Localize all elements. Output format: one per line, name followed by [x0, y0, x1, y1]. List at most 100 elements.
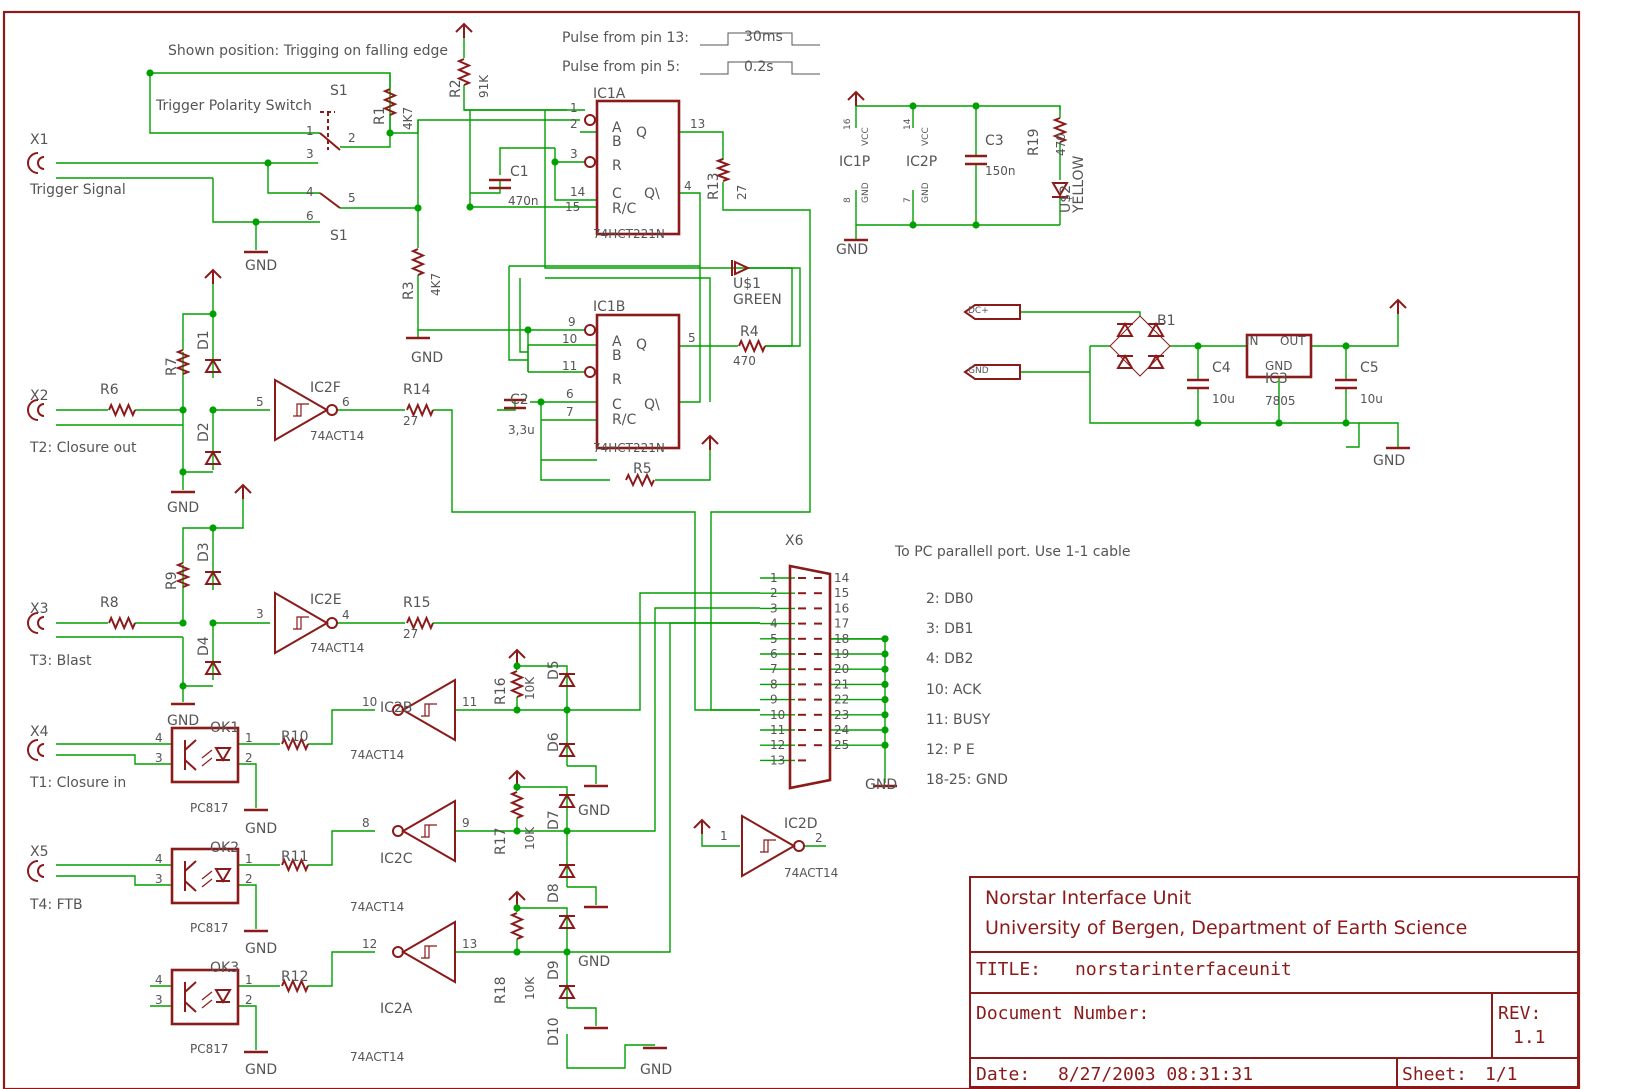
pin-number: 1	[245, 973, 253, 987]
vcc-arrow	[204, 268, 222, 284]
pin-number: 5	[348, 191, 356, 205]
pulse-13-waveform	[700, 32, 820, 46]
junction-dot	[537, 398, 545, 406]
pin-number: 11	[562, 359, 577, 373]
pin-number: 2	[245, 751, 253, 765]
jack-connector-inner	[37, 156, 45, 170]
optocoupler-transistor-leads	[184, 860, 197, 892]
diode	[1116, 322, 1134, 337]
r4-label: R4	[740, 324, 759, 340]
junction-dot	[881, 696, 889, 704]
pin-number: 12	[362, 937, 377, 951]
schmitt-inverter	[400, 678, 456, 742]
junction-dot	[179, 682, 187, 690]
pin-b-label: B	[612, 134, 622, 150]
optocoupler-body	[170, 726, 240, 784]
junction-dot	[1342, 342, 1350, 350]
jack-connector	[27, 399, 39, 421]
wire	[149, 73, 320, 134]
ic1b-label: IC1B	[593, 299, 625, 315]
r17-value: 10K	[523, 826, 537, 850]
resistor	[406, 402, 434, 418]
revision-value: 1.1	[1513, 1027, 1546, 1048]
inverter-bubble	[392, 825, 404, 837]
diode	[1147, 322, 1165, 337]
led-green-label: GREEN	[733, 292, 782, 308]
vcc-arrow	[455, 22, 473, 38]
ok1-label: OK1	[210, 720, 239, 736]
ic1a-type: 74HCT221N	[593, 227, 665, 241]
junction-dot	[1194, 419, 1202, 427]
wire	[567, 607, 760, 832]
ic2a-type: 74ACT14	[350, 1050, 404, 1064]
pin-number: 10	[770, 708, 785, 722]
inverter-bubble	[326, 617, 338, 629]
jack-connector-inner	[37, 616, 45, 630]
schmitt-inverter	[400, 799, 456, 863]
junction-dot	[1342, 419, 1350, 427]
wire	[182, 527, 213, 563]
r7-label: R7	[164, 357, 180, 376]
wire	[1089, 346, 1359, 424]
vcc-arrow	[508, 769, 526, 785]
junction-dot	[513, 827, 521, 835]
resistor	[175, 349, 191, 375]
pin-c-label: C	[612, 397, 622, 413]
resistor	[406, 615, 434, 631]
pin-number: 4	[770, 617, 778, 631]
ic3-in-pin: IN	[1246, 334, 1259, 348]
wire	[710, 182, 811, 711]
c2-label: C2	[510, 392, 529, 408]
junction-dot	[513, 706, 521, 714]
vcc-arrow	[701, 434, 719, 450]
pin-number: 5	[688, 331, 696, 345]
wire	[308, 830, 375, 866]
wire	[213, 499, 244, 529]
optocoupler-body	[170, 968, 240, 1026]
c4-label: C4	[1212, 360, 1231, 376]
d1-label: D1	[196, 330, 212, 350]
ic1a-body	[595, 99, 681, 236]
wire	[238, 884, 257, 929]
r11-label: R11	[281, 849, 309, 865]
resistor	[715, 158, 731, 182]
pin-number: 23	[834, 708, 849, 722]
vcc-arrow	[508, 648, 526, 664]
ic2p-label: IC2P	[906, 154, 937, 170]
gnd-label: GND	[411, 350, 443, 366]
x5-label: X5	[30, 844, 49, 860]
resistor	[509, 912, 525, 940]
optocoupler-body	[170, 847, 240, 905]
pin-a-label: A	[612, 334, 622, 350]
organization: University of Bergen, Department of Eart…	[985, 917, 1467, 939]
wire	[433, 409, 760, 711]
pin-number: 8	[770, 677, 778, 691]
vcc-arrow	[508, 890, 526, 906]
resistor	[456, 58, 472, 86]
junction-dot	[209, 406, 217, 414]
pin-number: 9	[568, 315, 576, 329]
diode	[1116, 354, 1134, 369]
b1-label: B1	[1157, 313, 1176, 329]
ic1a-label: IC1A	[593, 86, 626, 102]
pin-number: 22	[834, 693, 849, 707]
resistor	[108, 402, 136, 418]
pin-number: 10	[562, 332, 577, 346]
dc-gnd-label: GND	[968, 366, 989, 376]
resistor	[281, 736, 309, 752]
wire	[238, 1005, 257, 1050]
x4-desc: T1: Closure in	[29, 775, 126, 791]
date-label: Date:	[976, 1064, 1030, 1085]
vcc-pin-label: VCC	[861, 127, 871, 146]
wire	[182, 313, 213, 350]
pin-number: 8	[362, 816, 370, 830]
pin-number: 1	[306, 124, 314, 138]
inverter-bubble	[793, 840, 805, 852]
pin-number: 1	[245, 731, 253, 745]
wire	[508, 266, 528, 361]
junction-dot	[252, 218, 260, 226]
pin-number: 11	[770, 723, 785, 737]
ic3-out-pin: OUT	[1280, 334, 1306, 348]
junction-dot	[881, 726, 889, 734]
switch-lever	[319, 192, 341, 209]
